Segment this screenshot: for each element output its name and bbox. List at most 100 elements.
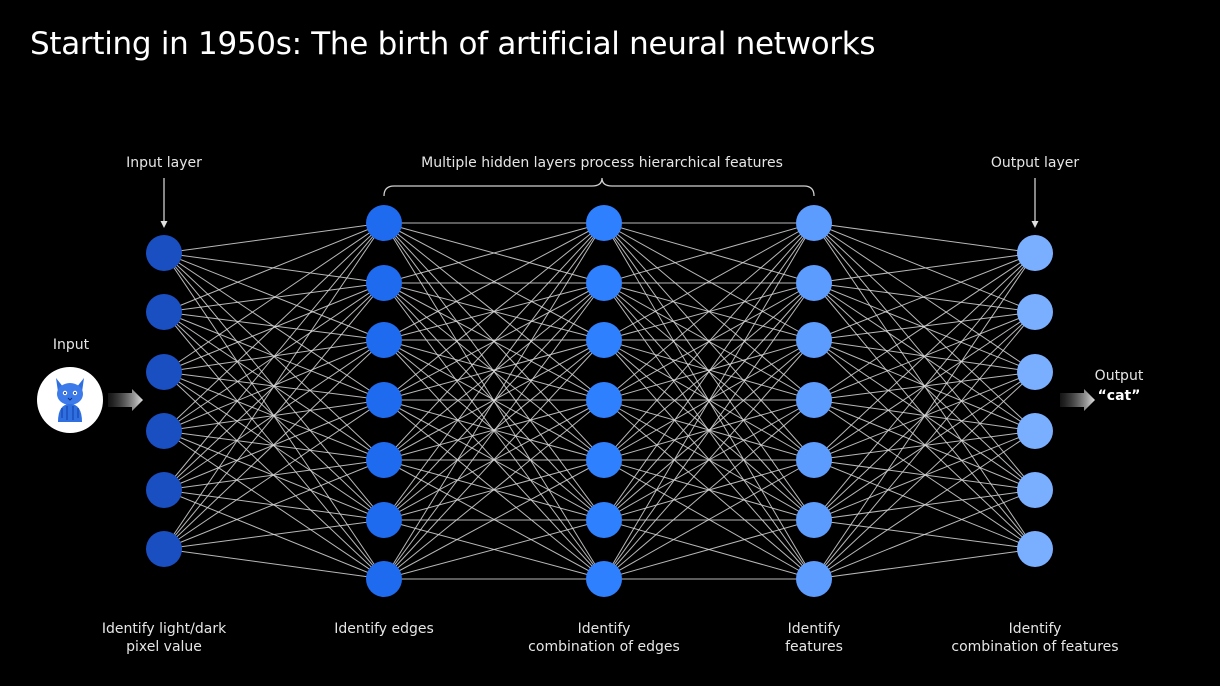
neuron-node xyxy=(586,265,622,301)
network-edge xyxy=(813,252,1036,284)
input-layer-label: Input layer xyxy=(126,155,202,171)
network-edge xyxy=(603,339,815,401)
neuron-node xyxy=(146,413,182,449)
network-edge xyxy=(603,519,815,580)
network-edge xyxy=(813,222,1036,254)
network-edge xyxy=(813,430,1036,580)
neuron-node xyxy=(586,382,622,418)
caption-hidden-layer-1: Identify edges xyxy=(334,620,434,638)
output-label: Output xyxy=(1094,368,1144,384)
network-edge xyxy=(383,222,605,461)
neuron-node xyxy=(586,442,622,478)
network-edge xyxy=(383,339,605,521)
network-edge xyxy=(163,222,385,254)
neuron-node xyxy=(1017,294,1053,330)
network-nodes xyxy=(146,205,1053,597)
network-edge xyxy=(603,339,815,521)
neuron-node xyxy=(146,235,182,271)
network-edge xyxy=(603,222,815,580)
network-edges xyxy=(163,222,1036,580)
caption-hidden-layer-3: Identify features xyxy=(785,620,843,656)
network-edge xyxy=(813,311,1036,580)
network-edge xyxy=(163,311,385,341)
caption-line: pixel value xyxy=(126,639,202,655)
network-edge xyxy=(383,222,605,580)
neuron-node xyxy=(796,205,832,241)
caption-line: combination of features xyxy=(951,639,1119,655)
caption-output-layer: Identify combination of features xyxy=(951,620,1118,656)
network-edge xyxy=(163,339,385,491)
neuron-node xyxy=(796,322,832,358)
neuron-node xyxy=(366,561,402,597)
neuron-node xyxy=(796,442,832,478)
network-edge xyxy=(603,222,815,341)
neuron-node xyxy=(366,265,402,301)
network-edge xyxy=(163,222,385,491)
cat-photo-icon xyxy=(37,367,103,433)
hidden-layers-label: Multiple hidden layers process hierarchi… xyxy=(421,155,783,171)
network-edge xyxy=(813,252,1036,461)
neuron-node xyxy=(796,561,832,597)
neuron-node xyxy=(146,294,182,330)
network-edge xyxy=(383,222,605,401)
output-layer-label: Output layer xyxy=(990,155,1080,171)
network-edge xyxy=(383,222,605,284)
caption-line: Identify xyxy=(787,621,841,637)
network-edge xyxy=(813,252,1036,401)
network-edge xyxy=(163,519,385,550)
caption-line: Identify xyxy=(1008,621,1062,637)
input-label: Input xyxy=(52,337,90,353)
network-edge xyxy=(383,282,605,580)
neuron-node xyxy=(1017,354,1053,390)
network-edge xyxy=(603,222,815,461)
network-edge xyxy=(383,222,605,341)
neuron-node xyxy=(366,205,402,241)
input-arrow-icon xyxy=(108,389,143,411)
hidden-layers-bracket xyxy=(383,177,815,197)
network-edge xyxy=(603,222,815,521)
caption-line: Identify xyxy=(577,621,631,637)
output-value: “cat” xyxy=(1097,388,1141,404)
slide-title: Starting in 1950s: The birth of artifici… xyxy=(30,26,876,62)
network-edge xyxy=(383,519,605,580)
network-edge xyxy=(163,252,385,341)
neuron-node xyxy=(1017,531,1053,567)
neuron-node xyxy=(586,322,622,358)
network-edge xyxy=(603,222,815,284)
network-edge xyxy=(383,339,605,461)
neuron-node xyxy=(146,472,182,508)
network-edge xyxy=(603,339,815,461)
caption-hidden-layer-2: Identify combination of edges xyxy=(528,620,680,656)
neuron-node xyxy=(366,322,402,358)
network-edge xyxy=(163,222,385,313)
neuron-node xyxy=(1017,235,1053,271)
network-edge xyxy=(383,339,605,580)
caption-line: features xyxy=(785,639,843,655)
network-edge xyxy=(163,222,385,550)
neuron-node xyxy=(796,382,832,418)
network-edge xyxy=(383,339,605,401)
neuron-node xyxy=(586,205,622,241)
neuron-node xyxy=(366,442,402,478)
caption-line: combination of edges xyxy=(528,639,680,655)
network-edge xyxy=(813,489,1036,580)
neuron-node xyxy=(366,382,402,418)
network-edge xyxy=(163,548,385,580)
neuron-node xyxy=(1017,413,1053,449)
caption-line: Identify edges xyxy=(334,621,434,637)
output-arrow-icon xyxy=(1060,389,1095,411)
caption-line: Identify light/dark xyxy=(101,621,227,637)
neuron-node xyxy=(146,531,182,567)
network-edge xyxy=(383,459,605,580)
network-edge xyxy=(163,222,385,432)
caption-input-layer: Identify light/dark pixel value xyxy=(102,620,226,656)
neuron-node xyxy=(796,265,832,301)
network-edge xyxy=(813,548,1036,580)
network-edge xyxy=(163,459,385,550)
network-edge xyxy=(163,399,385,550)
network-edge xyxy=(813,252,1036,580)
network-edge xyxy=(163,222,385,373)
network-edge xyxy=(603,399,815,580)
network-edge xyxy=(813,252,1036,341)
